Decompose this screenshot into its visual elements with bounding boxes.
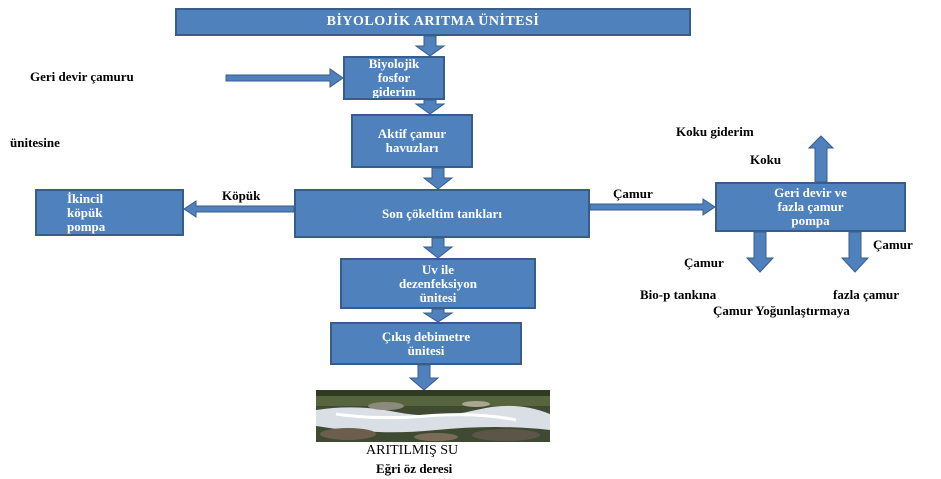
arrow-sludge-down-right [840, 231, 870, 273]
arrow-active-to-clarifier [422, 167, 454, 190]
arrow-outlet-to-water [408, 364, 440, 391]
arrow-biop-to-active [414, 99, 446, 115]
active-sludge-box: Aktif çamur havuzları [351, 114, 473, 168]
river-photo [316, 390, 550, 442]
arrow-return-sludge-to-biop [225, 68, 344, 88]
outlet-flowmeter-box: Çıkış debimetre ünitesi [330, 322, 522, 365]
arrow-foam [183, 200, 295, 218]
sludge-right-label: Çamur [613, 186, 653, 201]
sludge-down-right-label: Çamur [873, 237, 913, 252]
arrow-clarifier-to-uv [422, 237, 454, 259]
sludge-thickening-label: Çamur Yoğunlaştırmaya [713, 303, 850, 318]
bio-p-removal-box: Biyolojik fosfor giderim [343, 56, 445, 100]
sludge-down-left-label: Çamur [684, 255, 724, 270]
bio-p-tank-label: Bio-p tankına [640, 287, 717, 302]
arrow-odor-up [807, 135, 835, 183]
creek-label: Eğri öz deresi [376, 461, 453, 476]
unit-to-label: ünitesine [10, 135, 60, 150]
foam-label: Köpük [222, 188, 261, 203]
uv-disinfection-box: Uv ile dezenfeksiyon ünitesi [340, 258, 536, 309]
treated-water-label: ARITILMIŞ SU [366, 443, 459, 458]
foam-pump-box: İkincil köpük pompa [35, 189, 184, 236]
odor-label: Koku [750, 152, 782, 167]
excess-sludge-label: fazla çamur [833, 287, 900, 302]
arrow-uv-to-outlet [422, 308, 454, 323]
title-box: BİYOLOJİK ARITMA ÜNİTESİ [175, 8, 691, 36]
return-sludge-pump-box: Geri devir ve fazla çamur pompa [715, 182, 906, 232]
arrow-sludge-to-return-pump [589, 198, 716, 216]
final-clarifier-box: Son çökeltim tankları [294, 189, 590, 238]
return-sludge-label: Geri devir çamuru [30, 69, 134, 84]
arrow-sludge-down-left [745, 231, 775, 273]
arrow-title-to-biop [414, 35, 446, 57]
odor-removal-label: Koku giderim [676, 124, 754, 139]
